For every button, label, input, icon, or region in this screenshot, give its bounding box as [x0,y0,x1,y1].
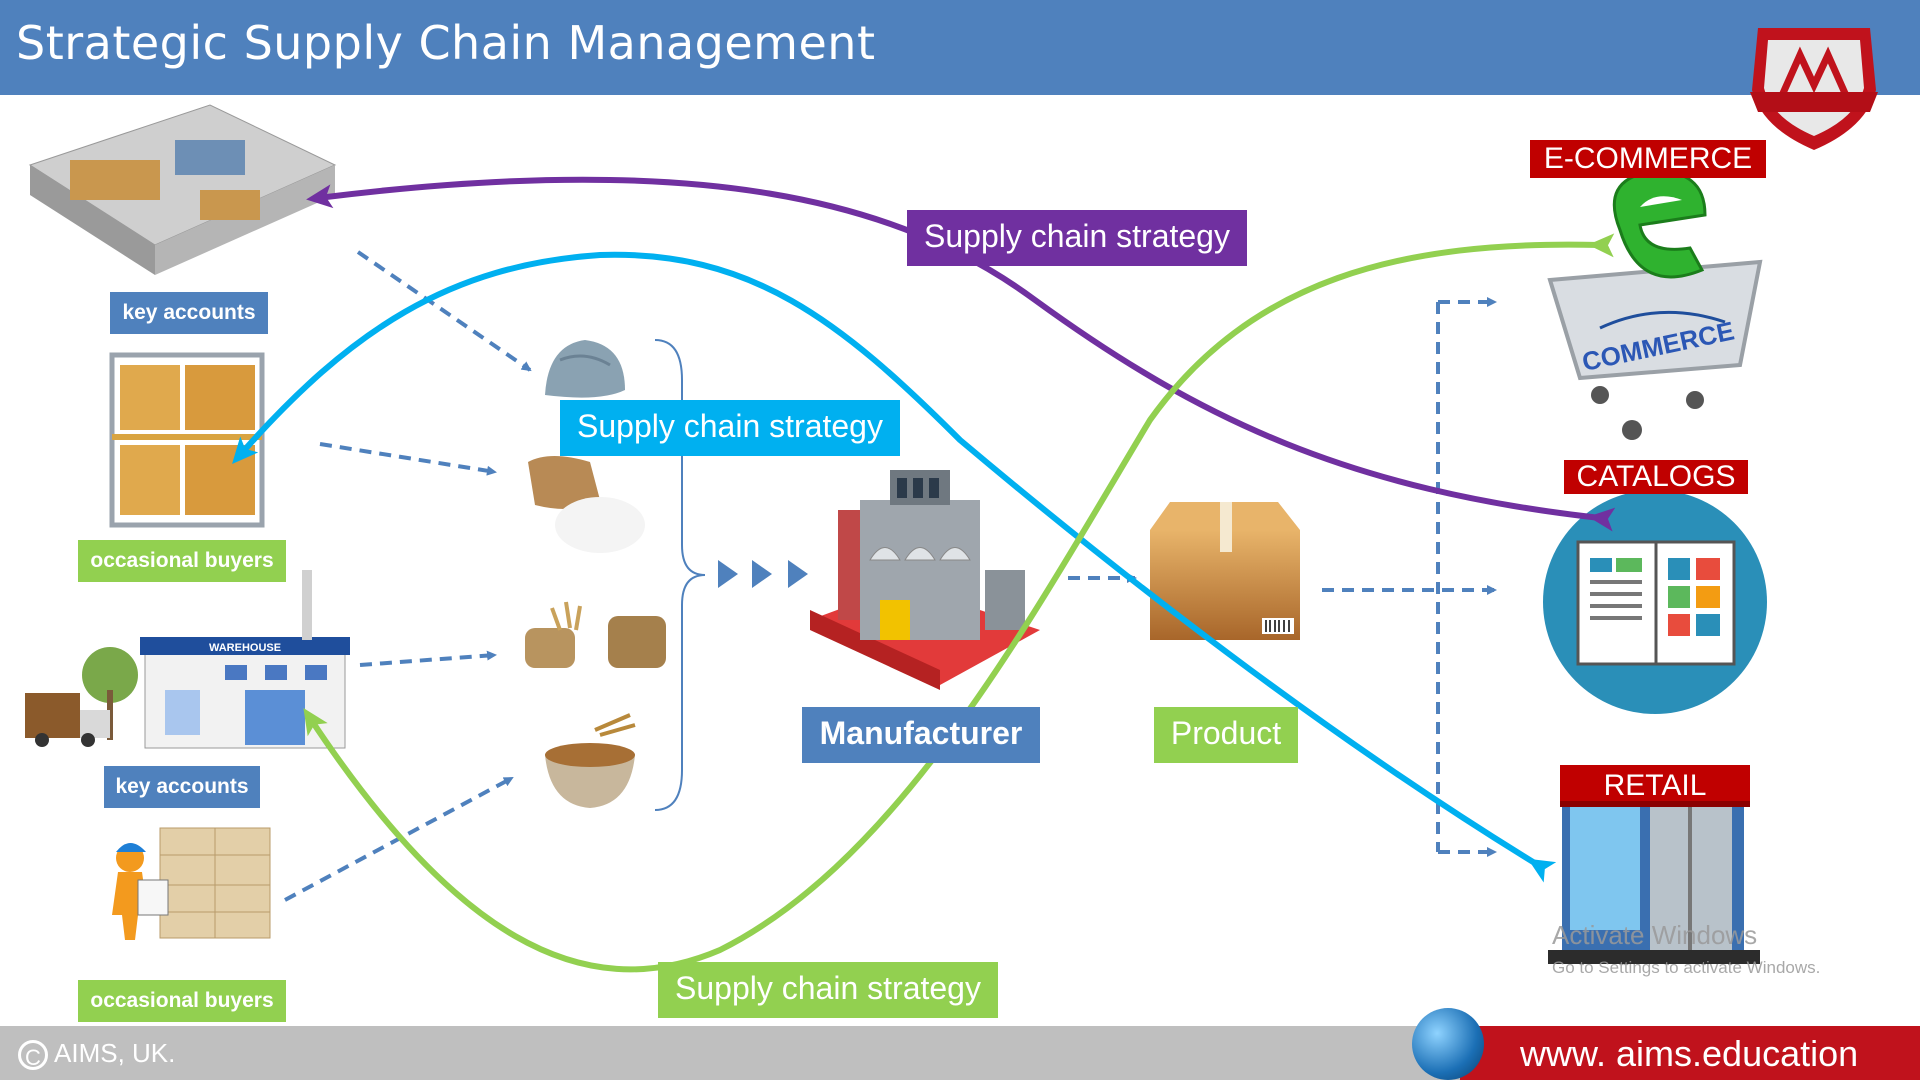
aims-logo-icon [1750,28,1878,150]
product-box-icon [1150,502,1300,640]
supply-chain-strategy-green: Supply chain strategy [658,962,998,1018]
activate-windows-title: Activate Windows [1552,920,1758,950]
key-accounts-label-2: key accounts [104,766,260,808]
manufacturer-label: Manufacturer [802,707,1040,763]
warehouse-building-icon: WAREHOUSE [25,570,350,749]
copyright-icon: C [18,1040,48,1071]
key-accounts-label-1: key accounts [110,292,268,334]
pallet-rack-icon [109,352,265,528]
supply-chain-strategy-cyan: Supply chain strategy [560,400,900,456]
ecommerce-label: E-COMMERCE [1530,140,1766,178]
page-title: Strategic Supply Chain Management [16,16,876,70]
copyright-text: AIMS, UK. [54,1038,176,1068]
activate-windows-subtitle: Go to Settings to activate Windows. [1552,958,1821,977]
supply-chain-strategy-purple: Supply chain strategy [907,210,1247,266]
worker-with-boxes-icon [112,827,271,940]
product-label: Product [1154,707,1298,763]
flow-triangles [718,560,808,588]
globe-icon [1412,1008,1484,1080]
raw-material-stone-icon [545,340,625,398]
raw-material-grain-bowl-icon [545,713,636,808]
warehouse-floor-icon [28,104,337,275]
ecommerce-cart-icon: COMMERCE [1547,170,1763,440]
raw-material-salt-sack-icon [528,456,645,553]
occasional-buyers-label-2: occasional buyers [78,980,286,1022]
raw-material-wheat-sacks-icon [525,601,666,668]
warehouse-sign: WAREHOUSE [209,642,281,654]
url-bar [1460,1026,1920,1080]
occasional-buyers-label-1: occasional buyers [78,540,286,582]
website-link[interactable]: www. aims.education [1520,1033,1859,1074]
header-bar: Strategic Supply Chain Management [0,0,1920,95]
catalogs-label: CATALOGS [1564,460,1748,494]
catalog-book-icon [1543,490,1767,714]
retail-label: RETAIL [1560,765,1750,807]
